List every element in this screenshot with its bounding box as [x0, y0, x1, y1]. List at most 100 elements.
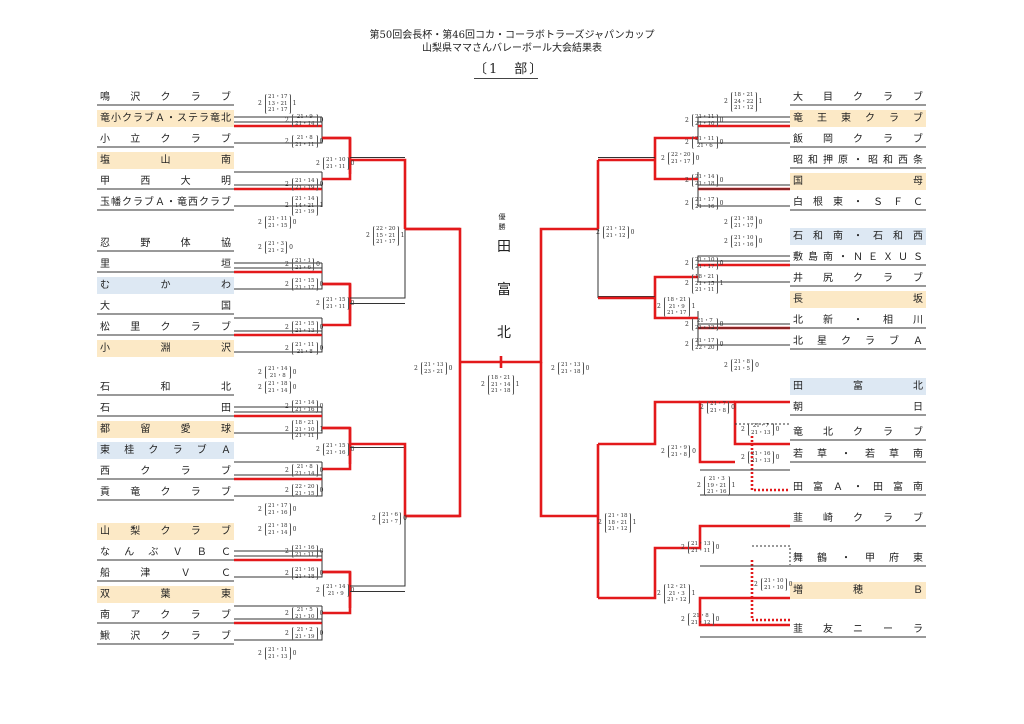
sets-lost: 0 [316, 260, 320, 268]
set-score: 21・8 [671, 451, 687, 458]
left-team-row: 鰍沢クラブ [97, 628, 234, 645]
set-score: 21・18 [268, 523, 288, 529]
sets-won: 2 [285, 201, 289, 209]
set-score: 21・15 [295, 278, 315, 284]
bracket-line [350, 229, 406, 299]
team-name: 朝日 [793, 402, 923, 413]
sets-lost: 0 [448, 364, 453, 372]
set-score: 21・12 [695, 324, 715, 331]
set-score: 21・13 [424, 362, 444, 368]
team-name: 貢竜クラブ [100, 487, 231, 498]
bracket-line [697, 323, 790, 346]
team-name: 田富北 [793, 381, 923, 392]
team-name: 双葉東 [100, 589, 231, 600]
right-team-row: 竜北クラブ [790, 424, 926, 441]
set-score: 21・10 [734, 235, 754, 241]
team-name: 玉幡クラブＡ・竜西クラブ [100, 197, 231, 208]
sets-lost: 0 [319, 547, 324, 555]
sets-won: 2 [285, 486, 289, 494]
sets-won: 2 [285, 116, 289, 124]
sets-lost: 1 [632, 518, 637, 526]
sets-lost: 0 [292, 525, 297, 533]
team-name: 山梨クラブ [100, 526, 231, 537]
set-score: 21・9 [296, 114, 313, 120]
sets-won: 2 [724, 218, 728, 226]
set-score: 21・17 [376, 239, 396, 245]
team-name: 石和北 [100, 382, 231, 393]
set-score: 21・5 [734, 365, 750, 372]
set-score: 21・14 [268, 529, 288, 536]
team-name: 松里クラブ [100, 322, 231, 333]
sets-lost: 1 [515, 380, 520, 388]
set-score: 21・15 [295, 490, 315, 497]
sets-lost: 0 [319, 323, 324, 331]
set-score: 21・11 [295, 141, 315, 148]
sets-lost: 0 [719, 199, 724, 207]
team-name: むかわ [100, 280, 231, 291]
set-score: 21・16 [734, 241, 754, 248]
sets-lost: 1 [292, 99, 297, 107]
winner-path-line [501, 227, 598, 364]
set-score: 21・1 [295, 258, 311, 264]
set-score: 21・10 [764, 578, 784, 584]
sets-won: 2 [685, 279, 689, 287]
set-score: 18・21 [734, 92, 754, 98]
sets-won: 2 [258, 218, 262, 226]
set-score: 21・13 [751, 429, 771, 436]
set-score: 21・14 [295, 120, 315, 127]
set-score: 21・10 [695, 257, 715, 263]
sets-lost: 0 [403, 514, 407, 522]
set-score: 21・11 [268, 216, 288, 222]
set-score: 14・21 [295, 202, 315, 209]
sets-won: 2 [372, 514, 376, 522]
sets-lost: 1 [719, 279, 724, 287]
team-name: 田富Ａ・田富南 [793, 482, 923, 493]
winner-path-line [405, 362, 462, 518]
sets-lost: 0 [585, 364, 590, 372]
sets-won: 2 [285, 547, 289, 555]
set-score: 21・14 [295, 178, 315, 184]
team-name: 北新・相川 [793, 315, 923, 326]
set-score: 21・8 [296, 464, 313, 470]
sets-won: 2 [754, 580, 758, 588]
set-score: 21・14 [295, 196, 315, 202]
winner-path-line [350, 442, 407, 516]
set-score: 21・13 [751, 457, 771, 464]
sets-won: 2 [285, 609, 289, 617]
set-score: 21・3 [268, 241, 284, 247]
bracket-line [234, 618, 323, 641]
team-name: 西クラブ [100, 466, 231, 477]
sets-won: 2 [285, 280, 289, 288]
set-score: 24・22 [734, 98, 754, 105]
set-score: 21・12 [691, 619, 711, 626]
set-score: 21・8 [692, 613, 709, 619]
right-team-row: 韮友ニーラ [790, 621, 926, 638]
set-score: 18・21 [695, 274, 715, 280]
team-name: 韮崎クラブ [793, 513, 923, 524]
left-team-row: むかわ [97, 277, 234, 294]
set-score: 21・15 [295, 321, 315, 327]
